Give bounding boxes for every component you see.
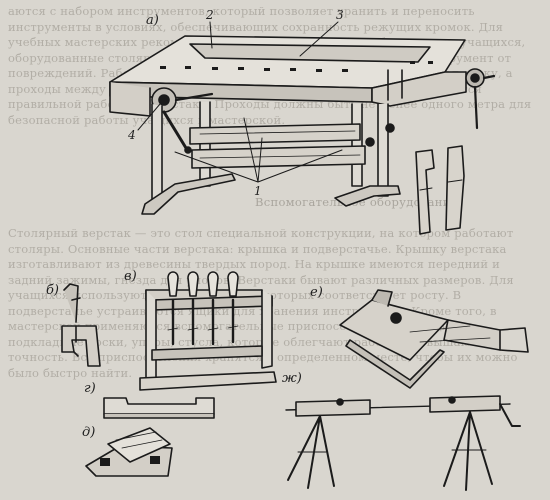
label-b: б) <box>46 283 60 298</box>
sawhorses-zh <box>285 395 521 491</box>
workbench-a <box>109 21 496 215</box>
callout-1: 1 <box>254 184 262 198</box>
tool-rack-v <box>139 271 277 391</box>
label-v: в) <box>124 269 137 284</box>
jig-e <box>339 289 529 389</box>
callout-2: 2 <box>206 8 214 22</box>
label-a: а) <box>146 13 159 28</box>
label-zh: ж) <box>282 371 302 386</box>
callout-4: 4 <box>128 128 136 142</box>
bench-stops <box>415 145 465 235</box>
label-g: г) <box>84 381 96 396</box>
label-e: е) <box>310 285 323 300</box>
label-d: д) <box>82 425 96 440</box>
callout-3: 3 <box>336 8 344 22</box>
stop-board-d <box>85 427 173 477</box>
clamp-b <box>61 283 101 367</box>
board-g <box>103 397 215 419</box>
